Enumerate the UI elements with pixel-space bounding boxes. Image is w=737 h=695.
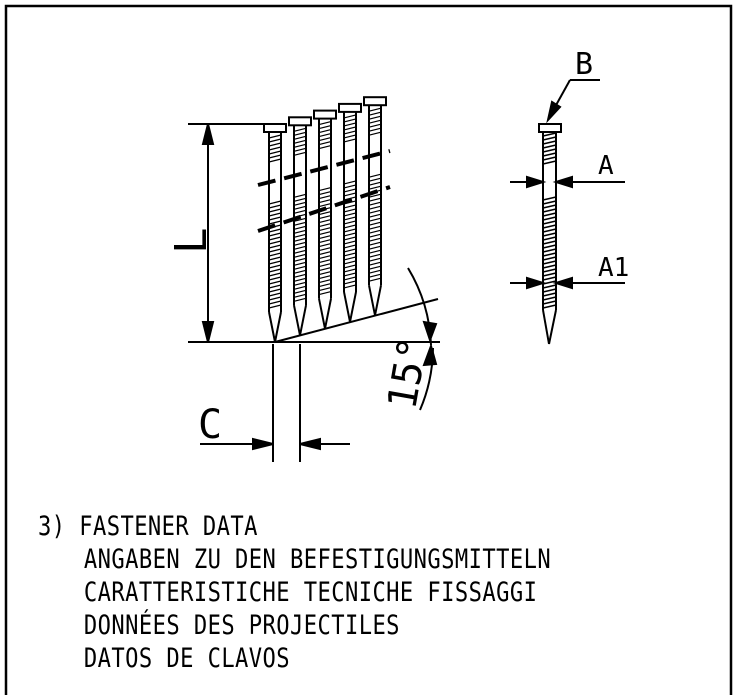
caption-number: 3)	[38, 511, 66, 542]
caption-title-fr: DONNÉES DES PROJECTILES	[83, 610, 400, 641]
drawing-border	[4, 4, 733, 695]
head-label: B	[575, 47, 593, 82]
fastener-caption: 3) FASTENER DATA ANGABEN ZU DEN BEFESTIG…	[38, 510, 551, 675]
collation-wire-lower	[257, 185, 391, 233]
length-label: L	[166, 228, 217, 255]
angle-label: 15°	[379, 334, 437, 413]
shank-diameter-label: A	[598, 151, 614, 181]
nail-strip	[263, 96, 387, 343]
offset-label: C	[198, 402, 222, 448]
shank-diameter-dimension	[510, 175, 625, 189]
strip-nail	[313, 109, 337, 329]
thread-diameter-dimension	[510, 276, 625, 290]
length-dimension	[188, 123, 268, 343]
angle-line	[274, 298, 439, 343]
single-nail	[538, 123, 562, 345]
strip-nail	[363, 96, 387, 316]
caption-title-en: FASTENER DATA	[79, 511, 258, 542]
caption-line-1: 3) FASTENER DATA	[38, 510, 551, 543]
strip-nail	[288, 116, 312, 336]
angle-dimension	[407, 267, 438, 411]
strip-nail	[263, 123, 287, 343]
caption-title-de: ANGABEN ZU DEN BEFESTIGUNGSMITTELN	[83, 544, 552, 575]
head-leader	[546, 79, 600, 124]
caption-title-it: CARATTERISTICHE TECNICHE FISSAGGI	[83, 577, 538, 608]
collation-wire-upper	[257, 149, 391, 187]
strip-nail	[338, 102, 362, 323]
caption-title-es: DATOS DE CLAVOS	[83, 643, 291, 674]
thread-diameter-label: A1	[598, 253, 629, 283]
offset-dimension	[200, 344, 350, 462]
